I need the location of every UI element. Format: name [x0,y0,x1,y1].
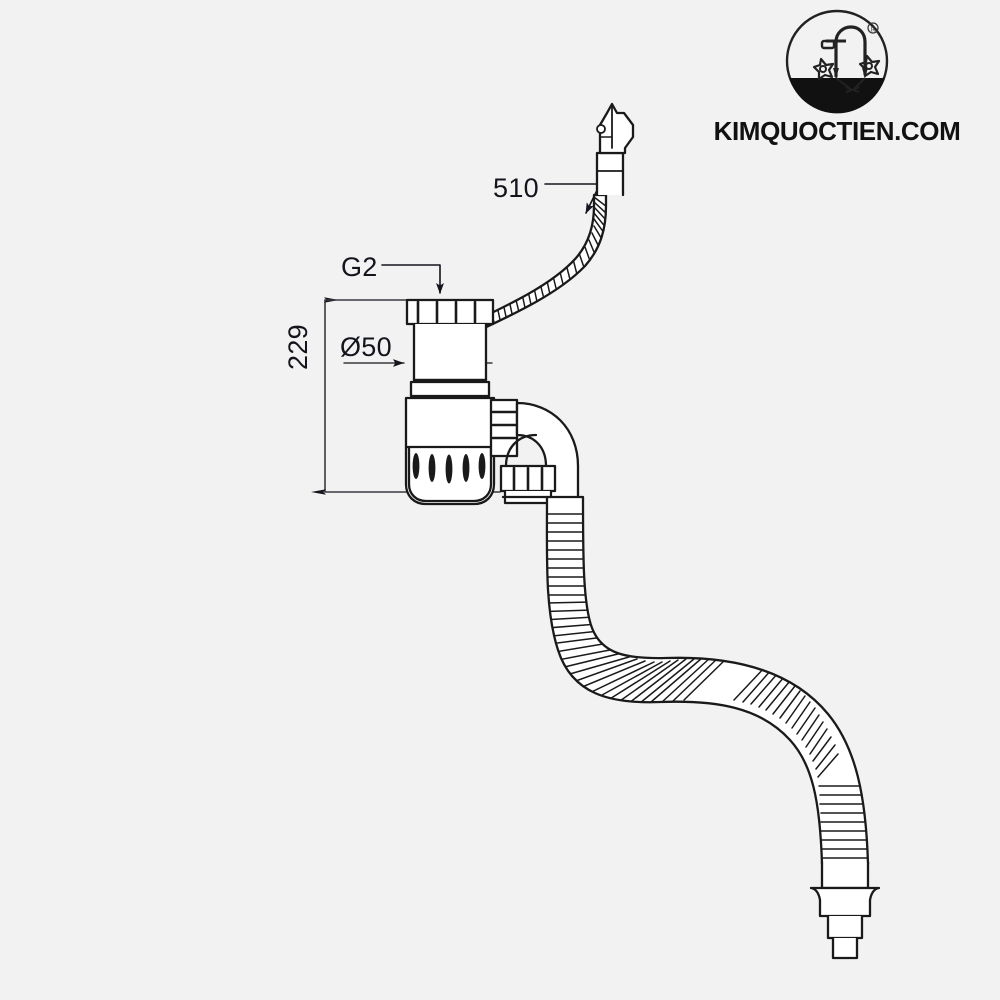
dimension-label-thread-size: G2 [341,252,378,282]
svg-text:R: R [871,25,876,33]
waste-hose-end-fitting [809,860,881,960]
dimension-label-diameter: Ø50 [340,332,392,362]
threaded-inlet-collar [405,298,495,326]
faucet-sink-logo-icon: R [785,9,889,114]
dimension-label-hose-length: 510 [493,173,539,203]
dimension-label-height: 229 [283,324,313,370]
brand-watermark: R KIMQUOCTIEN.COM [712,8,962,147]
overflow-hose-top-tube [595,151,625,197]
trap-inlet-pipe [409,322,491,398]
lower-corrugated-waste-hose [501,495,870,866]
overflow-hose-bracket [596,102,635,155]
brand-name: KIMQUOCTIEN.COM [713,116,961,146]
outlet-union-nut [489,398,519,458]
bottle-trap-body [404,396,511,506]
